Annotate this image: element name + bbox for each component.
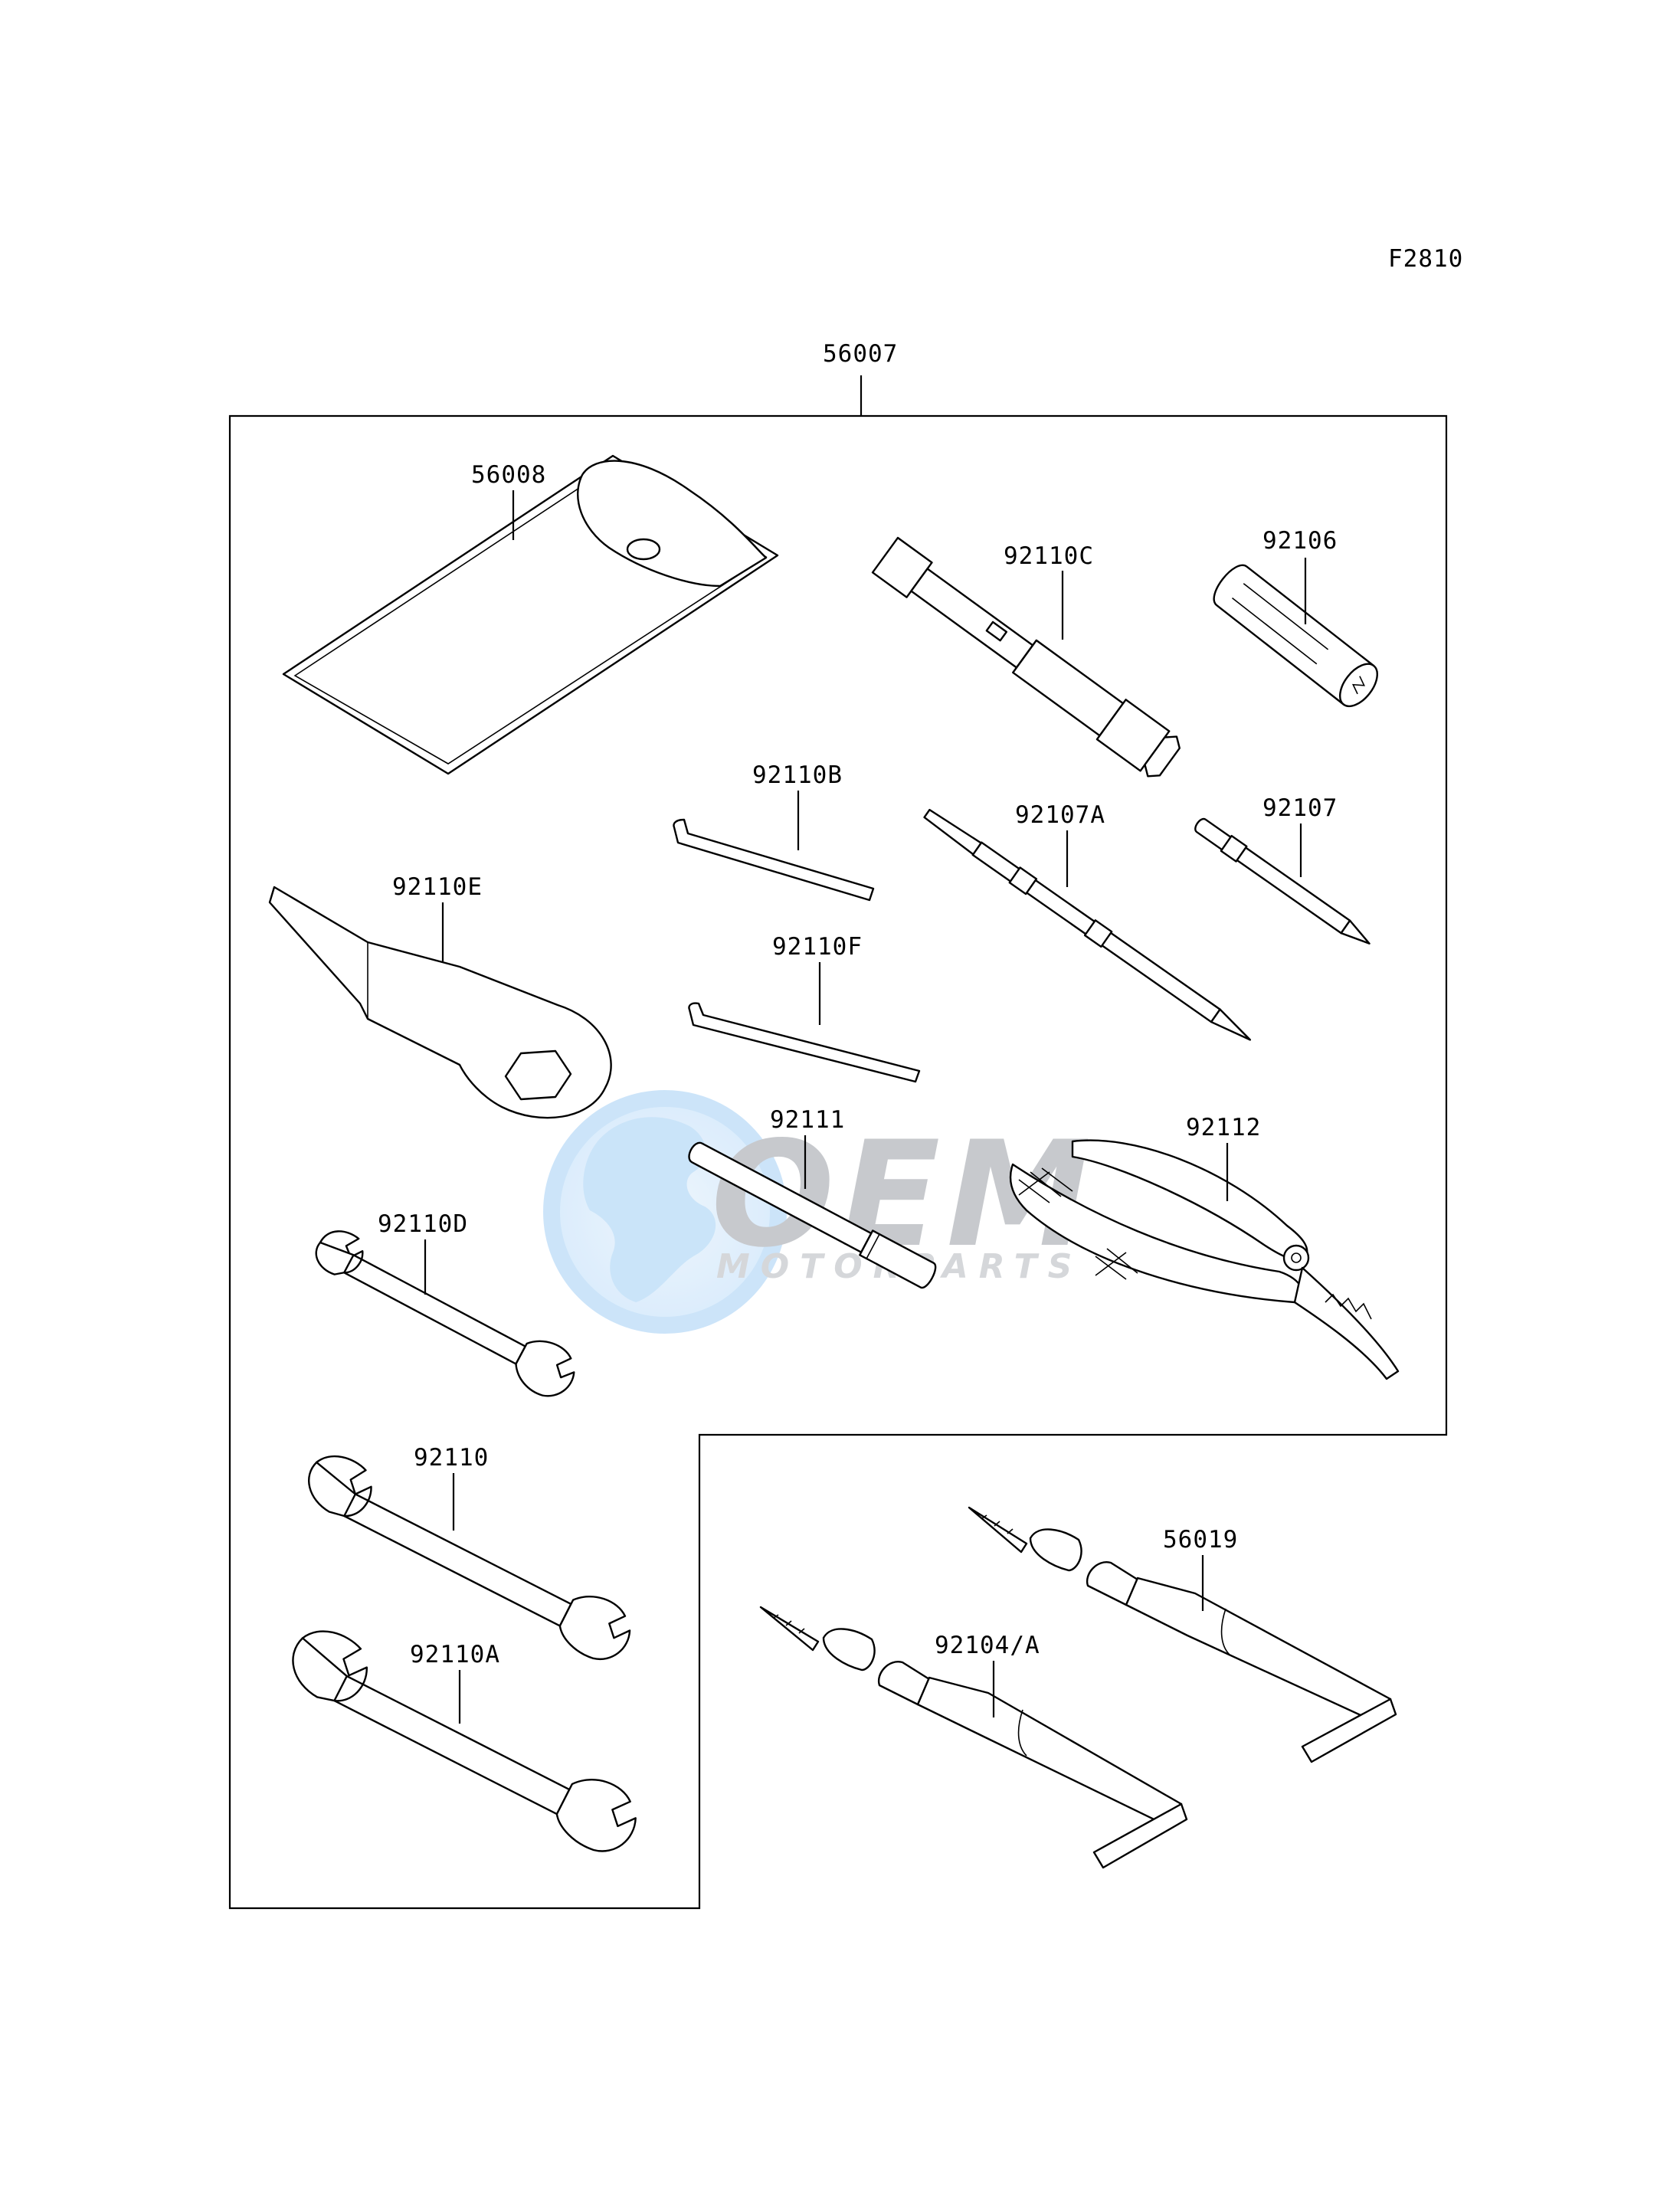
open-end-wrench-icon	[315, 1230, 575, 1397]
label-92110A: 92110A	[410, 1641, 500, 1668]
continents-shape	[583, 1117, 716, 1302]
label-92111: 92111	[770, 1106, 845, 1134]
assembly-label: 56007	[823, 340, 898, 368]
part-92110C[interactable]: 92110C	[871, 535, 1184, 782]
label-92110C: 92110C	[1004, 542, 1094, 570]
label-92106: 92106	[1262, 527, 1338, 555]
label-92110F: 92110F	[772, 933, 863, 961]
part-92110[interactable]: 92110	[293, 1444, 644, 1669]
extension-bar-icon	[688, 1141, 937, 1288]
spark-plug-wrench-icon	[871, 536, 1181, 778]
part-56008[interactable]: 56008	[282, 454, 779, 775]
label-56008: 56008	[471, 461, 546, 489]
part-56019[interactable]: 56019	[968, 1506, 1397, 1763]
screwdriver-icon	[1194, 817, 1371, 945]
hex-key-icon	[673, 818, 875, 902]
label-92110B: 92110B	[752, 761, 843, 789]
handle-icon	[1213, 564, 1378, 708]
part-92110D[interactable]: 92110D	[305, 1210, 584, 1405]
open-end-wrench-icon	[292, 1630, 637, 1852]
grease-tube-icon	[759, 1606, 1188, 1869]
assembly-frame	[228, 414, 1448, 1910]
label-92107A: 92107A	[1015, 801, 1105, 829]
part-92110A[interactable]: 92110A	[275, 1619, 652, 1863]
label-92107: 92107	[1262, 794, 1338, 822]
pliers-icon	[1009, 1139, 1400, 1380]
label-92110E: 92110E	[392, 873, 483, 901]
figure-code: F2810	[1388, 245, 1463, 273]
part-92110E[interactable]: 92110E	[268, 873, 612, 1119]
part-92111[interactable]: 92111	[685, 1106, 939, 1290]
label-92110: 92110	[414, 1444, 489, 1472]
part-92107[interactable]: 92107	[1192, 794, 1374, 951]
part-92110F[interactable]: 92110F	[688, 933, 921, 1083]
label-92104A: 92104/A	[935, 1632, 1040, 1659]
part-92104A[interactable]: 92104/A	[759, 1606, 1188, 1869]
part-92106[interactable]: 92106	[1207, 527, 1384, 713]
grease-tube-icon	[968, 1506, 1397, 1763]
hex-key-icon	[688, 1002, 921, 1083]
part-92112[interactable]: 92112	[1009, 1114, 1400, 1380]
part-92110B[interactable]: 92110B	[673, 761, 875, 902]
label-92112: 92112	[1186, 1114, 1261, 1141]
label-56019: 56019	[1163, 1526, 1238, 1554]
label-92110D: 92110D	[378, 1210, 468, 1238]
screwdriver-icon	[923, 808, 1252, 1041]
open-end-wrench-icon	[308, 1455, 631, 1661]
part-92107A[interactable]: 92107A	[922, 801, 1256, 1047]
